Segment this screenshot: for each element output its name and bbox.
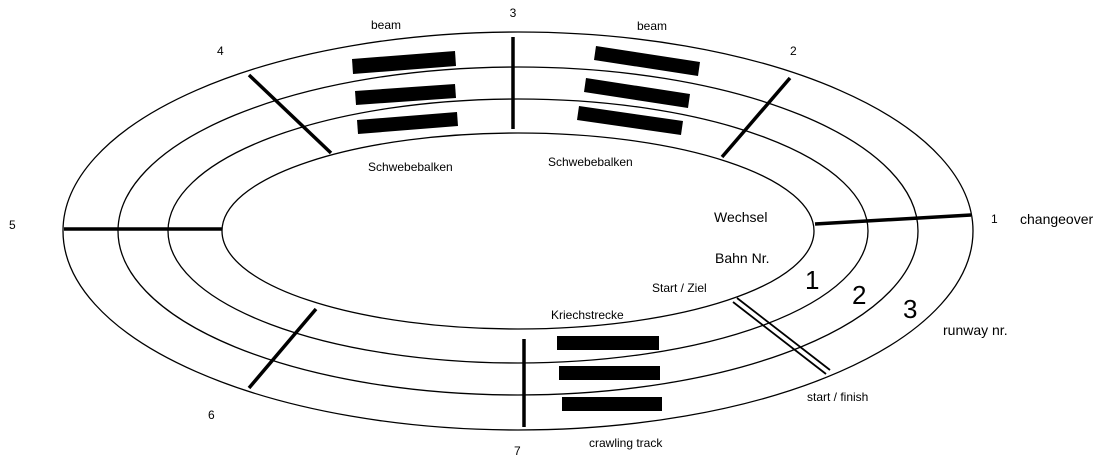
section-number-3: 3 (510, 6, 517, 20)
start-ziel-label: Start / Ziel (652, 281, 707, 295)
crawling-track-label: crawling track (589, 436, 663, 450)
beam-bar (594, 46, 700, 76)
beam-label-left: beam (371, 18, 401, 32)
start-finish-label: start / finish (807, 390, 868, 404)
beam-bar (357, 112, 458, 134)
section-number-2: 2 (790, 44, 797, 58)
schwebebalken-label-right: Schwebebalken (548, 155, 633, 169)
crawl-bar (562, 397, 662, 411)
schwebebalken-label-left: Schwebebalken (368, 160, 453, 174)
lane-number-3: 3 (903, 294, 917, 324)
beam-bar (584, 78, 690, 108)
beam-bar (352, 51, 456, 74)
track-outer-ellipse (62, 31, 974, 431)
crawl-bar (557, 336, 659, 350)
section-divider-2 (720, 76, 792, 159)
section-divider-4 (247, 73, 333, 155)
track-inner-ellipse (221, 132, 815, 330)
beam-label-right: beam (637, 19, 667, 33)
runway-nr-label: runway nr. (943, 322, 1008, 338)
section-number-5: 5 (9, 218, 16, 232)
beam-bar (355, 84, 456, 105)
section-number-6: 6 (208, 408, 215, 422)
kriechstrecke-label: Kriechstrecke (551, 308, 624, 322)
lane-number-1: 1 (805, 265, 819, 295)
section-divider-6 (247, 307, 318, 390)
start-finish-line-a (732, 301, 827, 375)
start-finish-line-b (736, 297, 831, 371)
lane-number-2: 2 (852, 280, 866, 310)
section-number-7: 7 (514, 444, 521, 457)
crawl-bar (559, 366, 660, 380)
track-ring-ellipse-2 (167, 98, 869, 364)
beam-bar (577, 106, 683, 135)
changeover-label: changeover (1020, 211, 1094, 227)
track-ring-ellipse-3 (117, 66, 919, 396)
section-number-4: 4 (217, 44, 224, 58)
bahn-nr-label: Bahn Nr. (715, 250, 769, 266)
section-number-1: 1 (991, 212, 998, 226)
wechsel-label: Wechsel (714, 209, 767, 225)
section-divider-1 (814, 213, 972, 226)
